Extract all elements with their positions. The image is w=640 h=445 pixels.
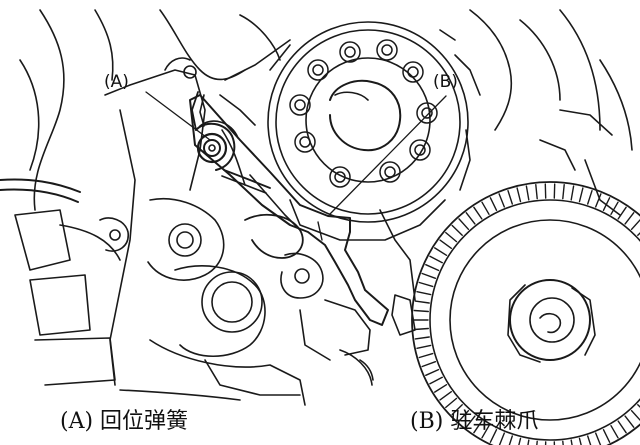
leader-line-a	[145, 91, 211, 141]
bolt-circle-housing	[267, 21, 481, 241]
legend-item-parking-pawl: (B) 驻车棘爪	[410, 409, 539, 434]
bolt-holes	[289, 39, 438, 188]
housing-outline	[0, 9, 633, 406]
leader-lines	[145, 91, 447, 215]
callout-label-b: (B)	[433, 72, 458, 92]
parking-pawl	[189, 94, 389, 326]
legend-item-return-spring: (A) 回位弹簧	[60, 409, 189, 434]
parking-gear	[411, 181, 640, 445]
leader-line-b	[329, 95, 447, 215]
callout-label-a: (A)	[104, 72, 129, 92]
